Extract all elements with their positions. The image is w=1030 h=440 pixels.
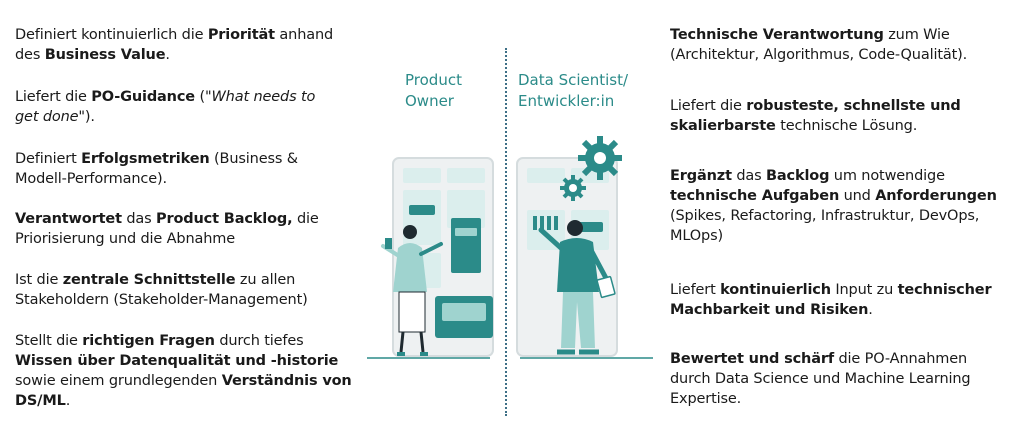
- text-run: zum Wie (Architektur, Algorithmus, Code-…: [670, 27, 968, 63]
- gear-icon: [578, 136, 622, 180]
- text-run: kontinuierlich: [720, 282, 831, 298]
- text-run: Backlog: [766, 168, 830, 184]
- role-product-owner: Product Owner: [405, 71, 462, 110]
- ds-item-backlog: Ergänzt das Backlog um notwendige techni…: [670, 166, 1010, 246]
- data-scientist-figure: [538, 220, 616, 355]
- text-run: What needs to get done: [15, 89, 316, 125]
- text-run: richtigen Fragen: [82, 333, 215, 349]
- text-run: (Business & Modell-Performance).: [15, 151, 298, 187]
- po-item-guidance: Liefert die PO-Guidance ("What needs to …: [15, 87, 335, 127]
- text-run: Liefert die: [670, 98, 747, 114]
- po-item-backlog: Verantwortet das Product Backlog, die Pr…: [15, 209, 335, 249]
- text-run: PO-Guidance: [91, 89, 195, 105]
- text-run: zu allen Stakeholdern (Stakeholder-Manag…: [15, 272, 308, 308]
- text-run: (Spikes, Refactoring, Infrastruktur, Dev…: [670, 208, 980, 244]
- text-run: Liefert die: [15, 89, 92, 105]
- text-run: (": [194, 89, 212, 105]
- text-run: das: [731, 168, 766, 184]
- text-run: Ist die: [15, 272, 63, 288]
- text-run: Bewertet und schärf: [670, 351, 835, 367]
- ds-item-technical-responsibility: Technische Verantwortung zum Wie (Archit…: [670, 25, 1000, 65]
- text-run: .: [165, 47, 170, 63]
- text-run: Erfolgsmetriken: [81, 151, 210, 167]
- text-run: die PO-Annahmen durch Data Science und M…: [670, 351, 971, 407]
- role-data-scientist: Data Scientist/ Entwickler:in: [518, 71, 629, 110]
- gear-icon: [560, 175, 586, 201]
- text-run: Input zu: [830, 282, 898, 298]
- text-run: Liefert: [670, 282, 721, 298]
- text-run: sowie einem grundlegenden: [15, 373, 222, 389]
- text-run: Priorität: [207, 27, 275, 43]
- text-run: technische Lösung.: [775, 118, 918, 134]
- po-item-metrics: Definiert Erfolgsmetriken (Business & Mo…: [15, 149, 315, 189]
- text-run: .: [65, 393, 71, 409]
- text-run: die Priorisierung und die Abnahme: [15, 211, 319, 247]
- role-divider: [505, 48, 507, 416]
- text-run: das: [121, 211, 156, 227]
- text-run: Ergänzt: [670, 168, 732, 184]
- text-run: robusteste, schnellste und skalierbarste: [670, 98, 961, 134]
- text-run: Wissen über Datenqualität und -historie: [15, 353, 339, 369]
- text-run: Anforderungen: [875, 188, 997, 204]
- text-run: Product Backlog,: [155, 211, 293, 227]
- text-run: Stellt die: [15, 333, 83, 349]
- text-run: technischer Machbarkeit und Risiken: [670, 282, 992, 318]
- product-owner-figure: [381, 225, 443, 356]
- ds-item-solution: Liefert die robusteste, schnellste und s…: [670, 96, 980, 136]
- text-run: und: [839, 188, 876, 204]
- ds-item-feasibility: Liefert kontinuierlich Input zu technisc…: [670, 280, 1010, 320]
- text-run: Verantwortet: [15, 211, 122, 227]
- text-run: Verständnis von DS/ML: [15, 373, 352, 409]
- text-run: Definiert: [15, 151, 82, 167]
- text-run: zentrale Schnittstelle: [62, 272, 236, 288]
- text-run: Technische Verantwortung: [670, 27, 884, 43]
- text-run: technische Aufgaben: [670, 188, 840, 204]
- text-run: anhand des: [15, 27, 334, 63]
- po-item-interface: Ist die zentrale Schnittstelle zu allen …: [15, 270, 360, 310]
- po-item-questions: Stellt die richtigen Fragen durch tiefes…: [15, 331, 360, 411]
- text-run: Definiert kontinuierlich die: [15, 27, 208, 43]
- text-run: ").: [78, 109, 95, 125]
- team-illustration: [367, 136, 653, 359]
- text-run: um notwendige: [829, 168, 945, 184]
- text-run: .: [868, 302, 873, 318]
- ds-item-assessment: Bewertet und schärf die PO-Annahmen durc…: [670, 349, 990, 409]
- text-run: durch tiefes: [214, 333, 304, 349]
- text-run: Business Value: [44, 47, 166, 63]
- po-item-priority: Definiert kontinuierlich die Priorität a…: [15, 25, 360, 65]
